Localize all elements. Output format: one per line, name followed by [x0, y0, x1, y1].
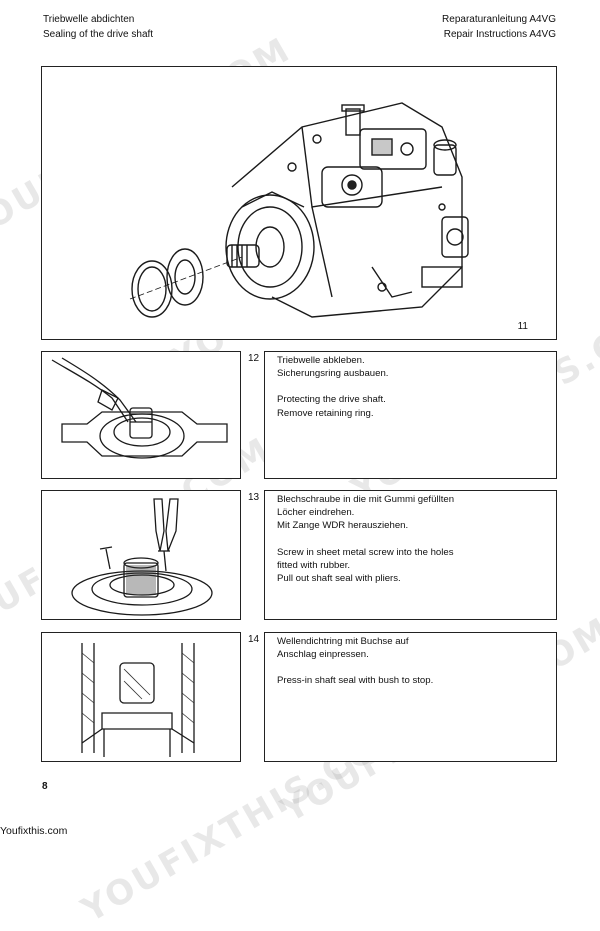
step-text-en: fitted with rubber. [277, 559, 351, 571]
step-text-de: Mit Zange WDR herausziehen. [277, 520, 409, 532]
title-de: Triebwelle abdichten [43, 14, 135, 25]
step-13-text-box: Blechschraube in die mit Gummi gefüllten… [264, 490, 557, 620]
step-text-de: Triebwelle abkleben. [277, 355, 365, 366]
step-12-text-box: Triebwelle abkleben. Sicherungsring ausb… [264, 351, 557, 479]
footer-site-label: Youfixthis.com [0, 825, 68, 837]
step-text-en: Remove retaining ring. [277, 407, 374, 419]
step-number: 13 [247, 492, 260, 503]
title-en: Sealing of the drive shaft [43, 29, 154, 40]
manual-title-en: Repair Instructions A4VG [443, 29, 556, 40]
step-text-de: Wellendichtring mit Buchse auf [277, 636, 409, 647]
header-right: Reparaturanleitung A4VG Repair Instructi… [442, 12, 556, 42]
step-text-en: Press-in shaft seal with bush to stop. [277, 675, 434, 687]
step-text-en: Pull out shaft seal with pliers. [277, 573, 401, 585]
step-14-illustration [41, 632, 241, 762]
step-number: 14 [247, 634, 260, 645]
step-14-text-box: Wellendichtring mit Buchse auf Anschlag … [264, 632, 557, 762]
step-text-en: Protecting the drive shaft. [277, 394, 386, 406]
step-text-de: Blechschraube in die mit Gummi gefüllten [277, 494, 455, 505]
step-text-de: Sicherungsring ausbauen. [277, 368, 389, 380]
pump-exploded-illustration [129, 102, 469, 318]
header-left: Triebwelle abdichten Sealing of the driv… [43, 12, 153, 42]
step-13-illustration [41, 490, 241, 620]
step-text-en: Screw in sheet metal screw into the hole… [277, 546, 454, 558]
step-12-illustration [41, 351, 241, 479]
page-number: 8 [42, 781, 48, 792]
step-text-de: Anschlag einpressen. [277, 649, 369, 661]
step-number: 12 [247, 353, 260, 364]
main-figure: 11 [41, 66, 557, 340]
figure-number: 11 [517, 321, 528, 332]
manual-title-de: Reparaturanleitung A4VG [442, 14, 556, 25]
step-text-de: Löcher eindrehen. [277, 507, 355, 519]
